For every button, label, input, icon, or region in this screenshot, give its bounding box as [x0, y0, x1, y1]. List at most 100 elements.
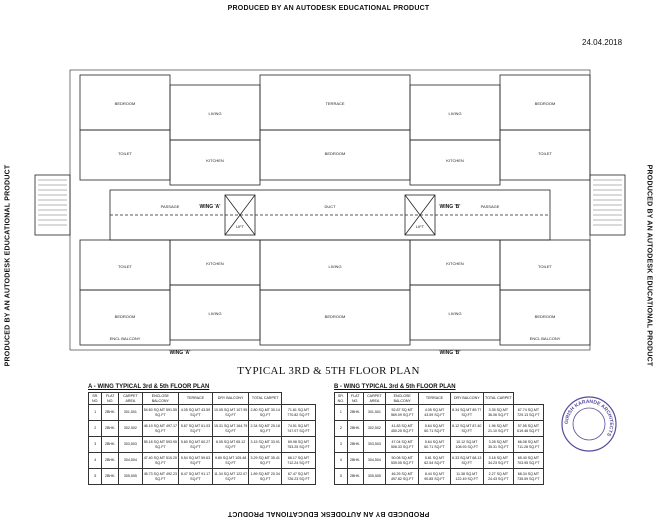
- table-cell: 301,501: [118, 404, 143, 421]
- room-label: TOILET: [538, 151, 552, 156]
- table-cell: 74.51 SQ.MT 747.07 SQ.FT: [281, 420, 316, 437]
- table-cell: 1.89 SQ.MT 20.34 SQ.FT: [248, 468, 283, 485]
- table-cell: 3.18 SQ.MT 34.23 SQ.FT: [482, 452, 514, 469]
- room-label: LIVING: [328, 264, 341, 269]
- table-cell: 10.05 SQ.MT 107.95 SQ.FT: [211, 404, 250, 421]
- table-cell: 71.61 SQ.MT 770.82 SQ.FT: [281, 404, 316, 421]
- table-cell: 304,504: [118, 452, 143, 469]
- table-cell: 2BHK.: [101, 404, 120, 421]
- table-cell: 46.25 SQ.MT 497.82 SQ.FT: [385, 468, 420, 485]
- table-cell: 69.98 SQ.MT 753.25 SQ.FT: [281, 436, 316, 453]
- room-label: LIVING: [448, 311, 461, 316]
- table-cell: 5.64 SQ.MT 60.71 SQ.FT: [418, 420, 451, 437]
- table-cell: 67.47 SQ.MT 726.23 SQ.FT: [281, 468, 316, 485]
- table-cell: 41.83 SQ.MT 450.25 SQ.FT: [385, 420, 420, 437]
- table-cell: 8.47 SQ.MT 91.17 SQ.FT: [177, 468, 213, 485]
- table-cell: 5.67 SQ.MT 61.03 SQ.FT: [177, 420, 213, 437]
- table-cell: 68.34 SQ.MT 735.59 SQ.FT: [512, 468, 545, 485]
- table-cell: 2BHK.: [101, 468, 120, 485]
- table-cell: 47.04 SQ.MT 506.33 SQ.FT: [385, 436, 420, 453]
- table-cell: 2.34 SQ.MT 25.18 SQ.FT: [248, 420, 283, 437]
- table-cell: 302,502: [362, 420, 387, 437]
- table-cell: 10.12 SQ.MT 108.93 SQ.FT: [449, 436, 484, 453]
- col-header: TERRACE: [177, 392, 213, 405]
- table-cell: 52.87 SQ.MT 569.09 SQ.FT: [385, 404, 420, 421]
- table-cell: 5.64 SQ.MT 60.71 SQ.FT: [418, 436, 451, 453]
- table-cell: 57.55 SQ.MT 619.46 SQ.FT: [512, 420, 545, 437]
- room-label: LIFT: [236, 224, 245, 229]
- table-cell: 2BHK.: [346, 452, 364, 469]
- table-cell: 2BHK.: [101, 436, 120, 453]
- table-a-title: A - WING TYPICAL 3rd & 5th FLOOR PLAN: [88, 384, 210, 390]
- table-cell: 4: [87, 452, 103, 469]
- table-cell: 9.80 SQ.MT 105.48 SQ.FT: [211, 452, 250, 469]
- table-cell: 4: [334, 452, 348, 469]
- table-cell: 2.27 SQ.MT 24.43 SQ.FT: [482, 468, 514, 485]
- table-cell: 8.34 SQ.MT 89.77 SQ.FT: [449, 404, 484, 421]
- room-label: BEDROOM: [535, 314, 556, 319]
- drawing-date: 24.04.2018: [582, 38, 623, 47]
- table-cell: 1.96 SQ.MT 21.10 SQ.FT: [482, 420, 514, 437]
- room-label: LIVING: [208, 111, 221, 116]
- table-cell: 3.28 SQ.MT 35.31 SQ.FT: [482, 436, 514, 453]
- room-label: TOILET: [118, 264, 132, 269]
- room-label: ENCL BALCONY: [110, 336, 141, 341]
- table-cell: 46.19 SQ.MT 497.17 SQ.FT: [141, 420, 179, 437]
- col-header: ENCLOSE BALCONY: [141, 392, 179, 405]
- col-header: ENCLOSE BALCONY: [385, 392, 420, 405]
- table-cell: 47.40 SQ.MT 510.20 SQ.FT: [141, 452, 179, 469]
- table-cell: 50.08 SQ.MT 539.05 SQ.FT: [385, 452, 420, 469]
- table-cell: 5.81 SQ.MT 62.54 SQ.FT: [418, 452, 451, 469]
- table-cell: 2BHK.: [101, 420, 120, 437]
- table-b-title: B - WING TYPICAL 3rd & 5th FLOOR PLAN: [334, 384, 456, 390]
- table-cell: 55.18 SQ.MT 593.95 SQ.FT: [141, 436, 179, 453]
- col-header: SR. NO.: [334, 392, 348, 405]
- table-cell: 3.35 SQ.MT 36.06 SQ.FT: [482, 404, 514, 421]
- room-label: BEDROOM: [535, 101, 556, 106]
- table-cell: 2BHK.: [346, 420, 364, 437]
- table-cell: 2: [87, 420, 103, 437]
- table-cell: 8.12 SQ.MT 87.40 SQ.FT: [449, 420, 484, 437]
- table-cell: 305,505: [362, 468, 387, 485]
- table-cell: 2: [334, 420, 348, 437]
- table-cell: 2BHK.: [346, 468, 364, 485]
- table-cell: 1: [334, 404, 348, 421]
- floor-plan-drawing: BEDROOM LIVING TERRACE LIVING BEDROOM TO…: [34, 69, 626, 356]
- table-cell: 301,501: [362, 404, 387, 421]
- table-cell: 5: [87, 468, 103, 485]
- room-label: BEDROOM: [115, 314, 136, 319]
- svg-text:GIRISH KARANDE ARCHITECTS: GIRISH KARANDE ARCHITECTS: [564, 399, 614, 438]
- table-cell: 305,505: [118, 468, 143, 485]
- table-cell: 6.05 SQ.MT 65.12 SQ.FT: [211, 436, 250, 453]
- table-cell: 66.08 SQ.MT 711.28 SQ.FT: [512, 436, 545, 453]
- room-label: LIVING: [448, 111, 461, 116]
- architect-stamp: GIRISH KARANDE ARCHITECTS: [561, 396, 617, 452]
- room-label: BEDROOM: [325, 151, 346, 156]
- stamp-text: GIRISH KARANDE ARCHITECTS: [564, 399, 614, 438]
- col-header: FLAT NO.: [101, 392, 120, 405]
- table-cell: 67.74 SQ.MT 729.13 SQ.FT: [512, 404, 545, 421]
- watermark-left: PRODUCED BY AN AUTODESK EDUCATIONAL PROD…: [4, 164, 12, 367]
- col-header: TOTAL CARPET: [248, 392, 283, 405]
- table-cell: 3: [87, 436, 103, 453]
- col-header: DRY BALCONY: [211, 392, 250, 405]
- table-cell: 4.05 SQ.MT 43.59 SQ.FT: [177, 404, 213, 421]
- table-cell: 15.31 SQ.MT 164.79 SQ.FT: [211, 420, 250, 437]
- table-cell: 8.44 SQ.MT 90.85 SQ.FT: [418, 468, 451, 485]
- room-label: LIVING: [208, 311, 221, 316]
- room-label: PASSAGE: [481, 204, 500, 209]
- watermark-bottom: PRODUCED BY AN AUTODESK EDUCATIONAL PROD…: [227, 510, 430, 517]
- table-cell: 3: [334, 436, 348, 453]
- table-cell: 304,504: [362, 452, 387, 469]
- table-cell: 11.34 SQ.MT 122.07 SQ.FT: [211, 468, 250, 485]
